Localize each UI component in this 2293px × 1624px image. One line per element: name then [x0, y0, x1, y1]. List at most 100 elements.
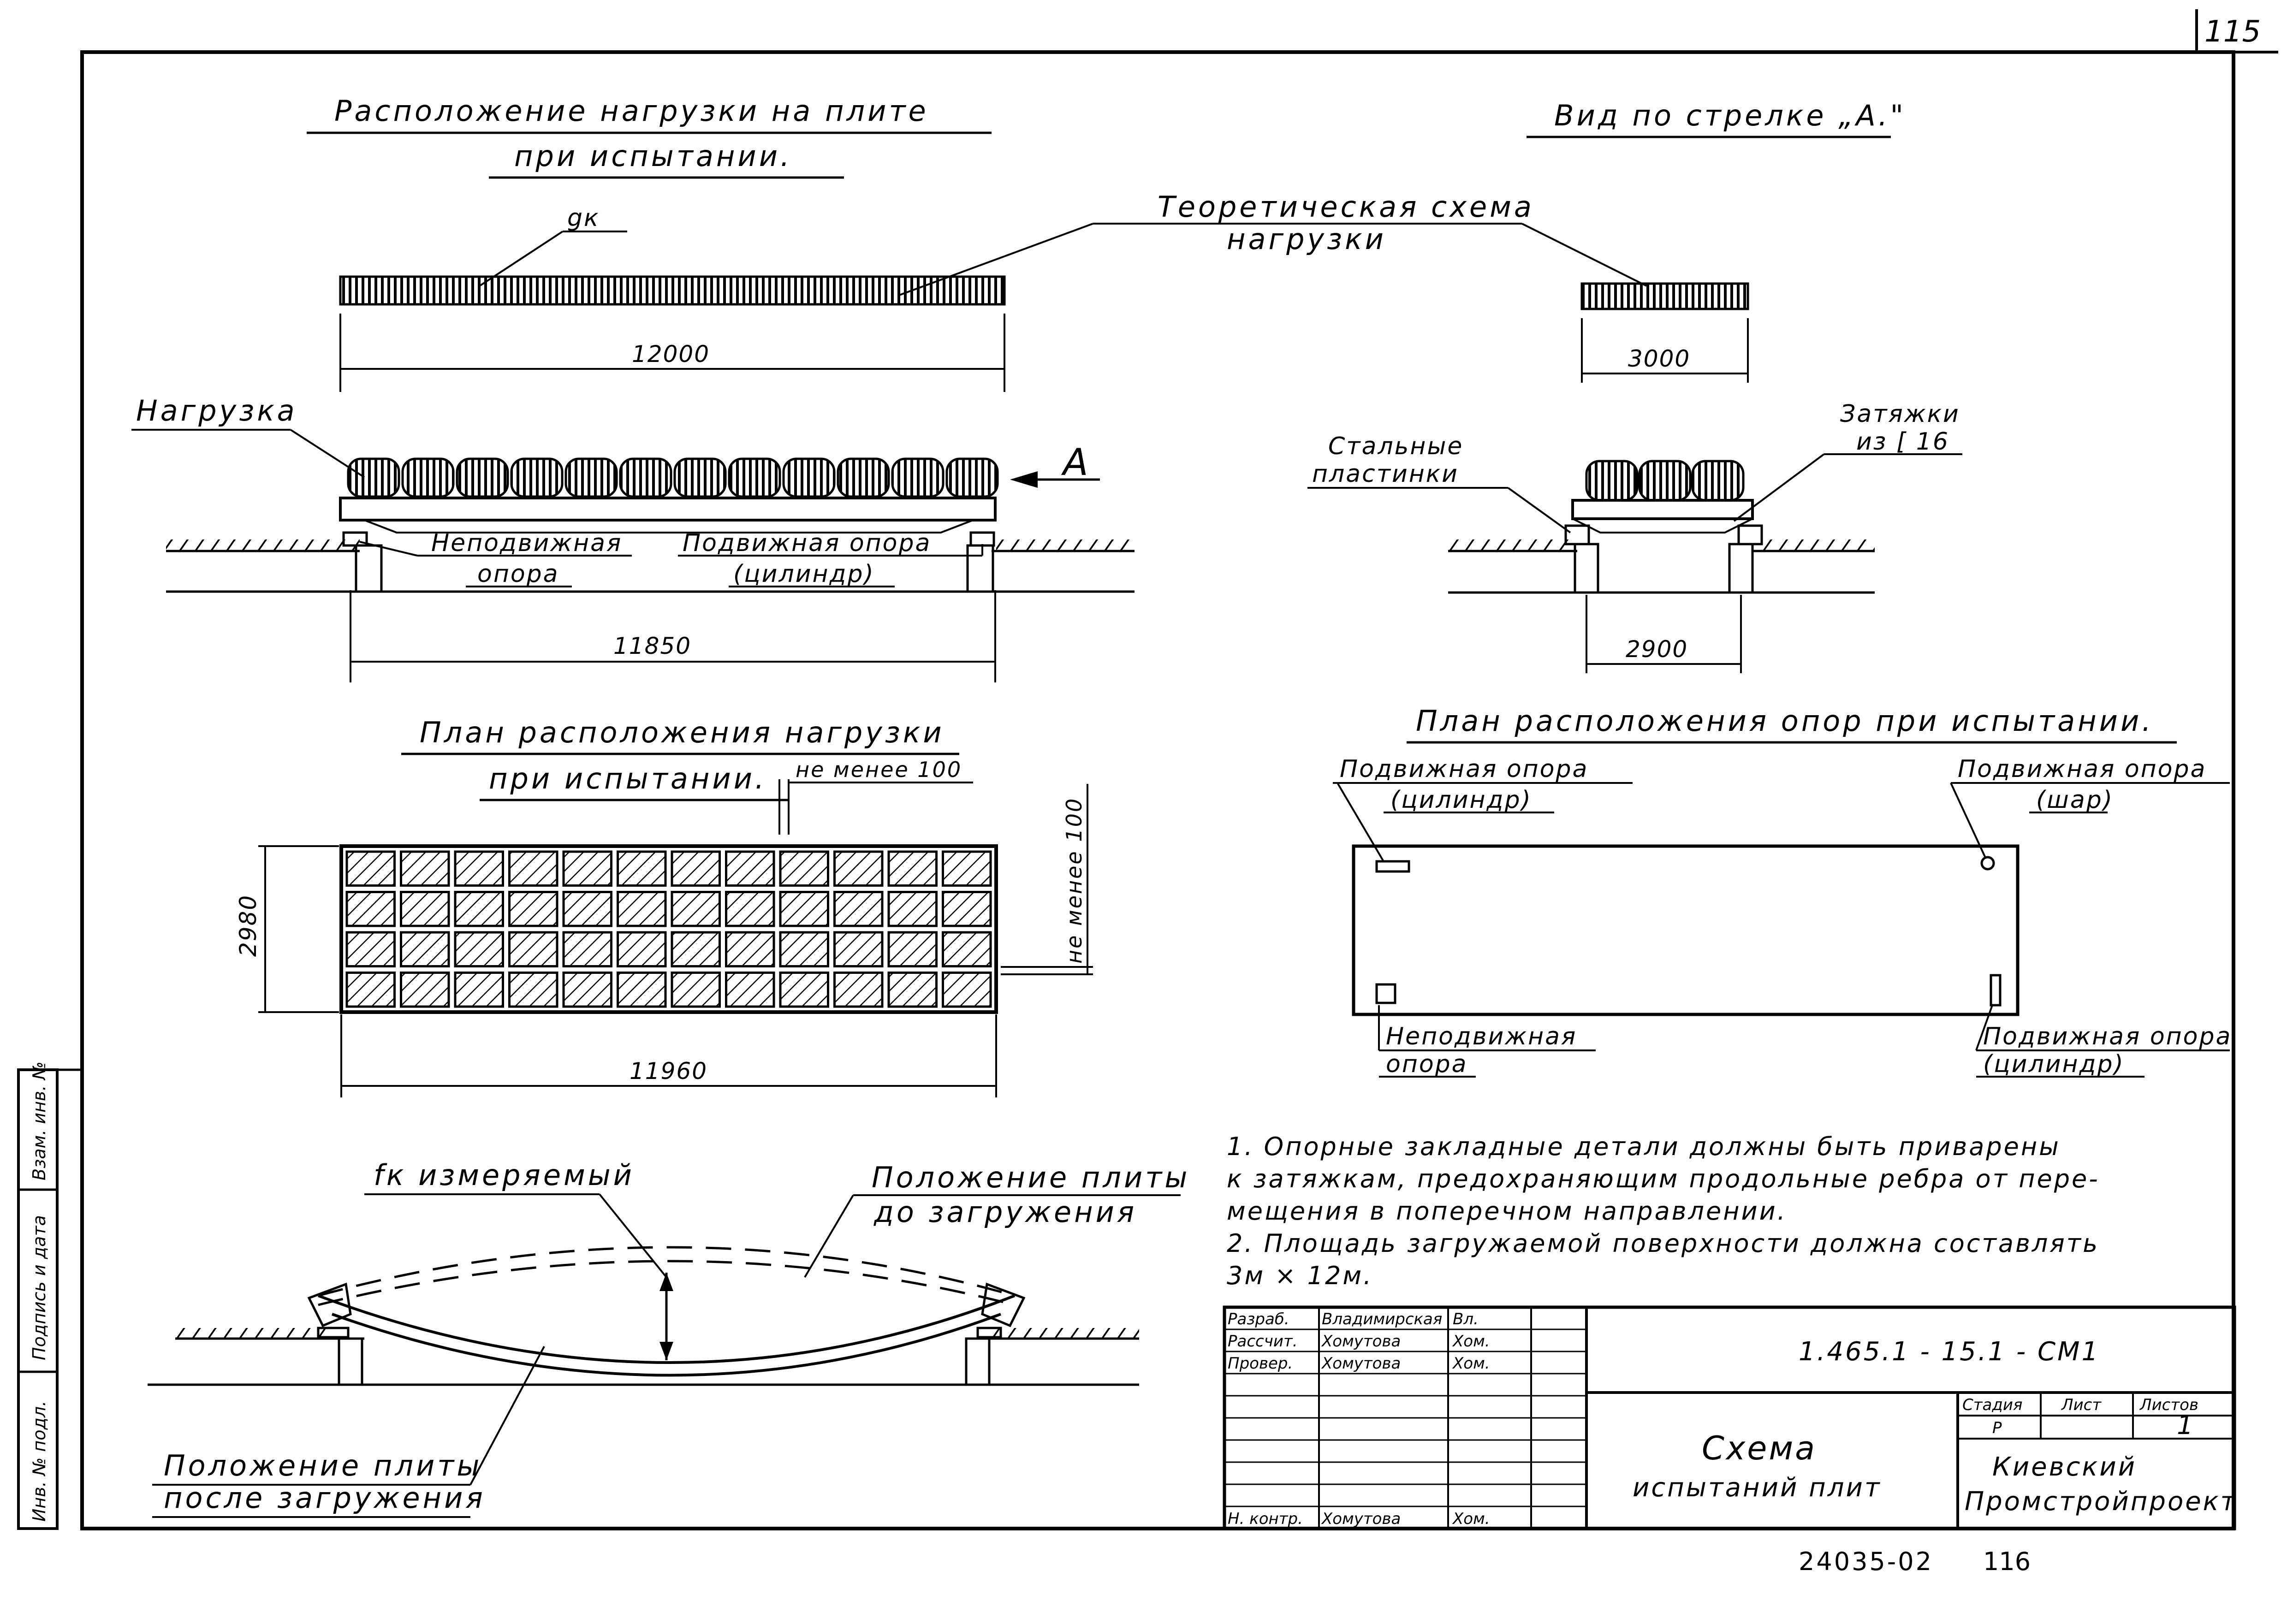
load-grid-cell: [671, 972, 721, 1008]
load-grid-cell: [345, 972, 396, 1008]
gap-note-top: не менее 100: [796, 757, 962, 782]
load-grid-cell: [671, 931, 721, 967]
view-a-section: Вид по стрелке „А." 3000 Стальные пласти…: [1307, 99, 1962, 673]
load-elevation-section: Расположение нагрузки на плите при испыт…: [131, 94, 1135, 682]
top-right-label-line1: Подвижная опора: [1958, 755, 2206, 783]
note-line-3: мещения в поперечном направлении.: [1227, 1197, 1787, 1226]
load-grid-cell: [942, 850, 992, 887]
support-fixed-bottom-left: [1375, 983, 1396, 1004]
theoretical-load-strip: [339, 275, 1006, 306]
load-grid-cell: [887, 850, 938, 887]
stamp-podpis-data: Подпись и дата: [29, 1215, 49, 1360]
load-grid-cell: [454, 891, 504, 927]
tb-name-2: Хомутова: [1321, 1354, 1401, 1373]
load-grid-cell: [779, 850, 829, 887]
load-grid-cell: [833, 850, 884, 887]
archive-number: 24035-02: [1799, 1547, 1933, 1576]
load-grid-cell: [454, 850, 504, 887]
bottom-right-label-line2: (цилиндр): [1983, 1050, 2125, 1078]
load-grid-cell: [942, 891, 992, 927]
after-label-line2: после загружения: [164, 1481, 486, 1515]
slab-before-curve: [318, 1246, 1015, 1297]
load-grid-cell: [833, 891, 884, 927]
fk-label: fк измеряемый: [374, 1158, 635, 1192]
tb-sign-3: Хом.: [1452, 1510, 1490, 1528]
load-grid-cell: [345, 891, 396, 927]
support-cylinder-bottom-right: [1990, 974, 2002, 1007]
theory-label: Теоретическая схема нагрузки: [899, 190, 1647, 296]
note-line-2: к затяжкам, предохраняющим продольные ре…: [1227, 1164, 2100, 1193]
load-grid-cell: [671, 850, 721, 887]
frame: 115: [80, 9, 2278, 1530]
top-right-label-line2: (шар): [2036, 786, 2114, 814]
tb-sheets-value: 1: [2177, 1411, 2195, 1440]
tb-org-line2: Промстройпроект: [1965, 1487, 2237, 1517]
load-grid-cell: [454, 972, 504, 1008]
tb-sign-0: Вл.: [1453, 1310, 1479, 1328]
load-grid-cell: [725, 972, 775, 1008]
fixed-support-label-line1: Неподвижная: [431, 529, 622, 557]
load-plan-outline: [339, 844, 998, 1014]
tb-sheets-header: Листов: [2139, 1396, 2198, 1414]
top-left-label-line2: (цилиндр): [1390, 786, 1532, 814]
theory-label-line2: нагрузки: [1227, 222, 1386, 256]
stamp-inv-podl: Инв. № подл.: [29, 1401, 49, 1522]
load-plan-title-line1: План расположения нагрузки: [420, 716, 945, 749]
load-grid-cell: [562, 891, 612, 927]
note-line-5: 3м × 12м.: [1227, 1261, 1373, 1290]
load-grid-cell: [833, 972, 884, 1008]
tb-title-line2: испытаний плит: [1633, 1473, 1882, 1503]
title-block: Разраб. Владимирская Вл. Рассчит. Хомуто…: [1223, 1305, 2237, 1530]
qk-label: gк: [567, 204, 600, 232]
load-grid-cell: [617, 972, 667, 1008]
tb-name-0: Владимирская: [1322, 1310, 1442, 1328]
load-grid-cell: [779, 891, 829, 927]
bottom-left-label-line2: опора: [1386, 1050, 1468, 1078]
load-grid-cell: [508, 850, 558, 887]
notes: 1. Опорные закладные детали должны быть …: [1227, 1132, 2100, 1290]
bottom-right-label-line1: Подвижная опора: [1983, 1023, 2232, 1050]
load-plan-title-line2: при испытании.: [489, 762, 767, 795]
tb-code: 1.465.1 - 15.1 - СМ1: [1799, 1337, 2100, 1367]
note-line-4: 2. Площадь загружаемой поверхности должн…: [1227, 1229, 2099, 1258]
load-grid-cell: [725, 891, 775, 927]
load-grid-cell: [942, 931, 992, 967]
dim-load-width: 3000: [1628, 345, 1690, 372]
movable-support-label-line1: Подвижная опора: [683, 529, 931, 557]
load-grid-cell: [671, 891, 721, 927]
top-left-label-line1: Подвижная опора: [1340, 755, 1588, 783]
load-grid-cell: [617, 891, 667, 927]
arrow-a-label: А: [1061, 441, 1091, 484]
sheet-number-bottom: 116: [1983, 1547, 2031, 1576]
theory-label-line1: Теоретическая схема: [1158, 190, 1534, 224]
load-grid-cell: [508, 891, 558, 927]
load-grid-cell: [508, 931, 558, 967]
supports-plan-outline: [1352, 844, 2020, 1016]
steel-plates-line2: пластинки: [1312, 460, 1459, 488]
tb-stage-value: Р: [1992, 1419, 2002, 1437]
load-blocks: [347, 457, 999, 498]
sheet-number-top: 115: [2204, 15, 2261, 49]
dim-plan-length: 11960: [630, 1058, 707, 1085]
load-grid-cell: [617, 931, 667, 967]
load-grid-cell: [833, 931, 884, 967]
load-grid-cell: [400, 850, 450, 887]
load-grid-cell: [400, 931, 450, 967]
load-grid-cell: [779, 972, 829, 1008]
load-grid-cell: [887, 972, 938, 1008]
gap-note-side: не менее 100: [1062, 797, 1087, 964]
tb-sign-2: Хом.: [1452, 1354, 1490, 1373]
load-grid-cell: [400, 891, 450, 927]
load-grid-cell: [562, 850, 612, 887]
load-grid-cell: [400, 972, 450, 1008]
arrow-a: [1010, 471, 1038, 488]
dim-span: 11850: [613, 633, 691, 659]
side-stamp: Инв. № подл. Подпись и дата Взам. инв. №: [17, 1061, 82, 1530]
dim-plan-width: 2980: [235, 895, 261, 957]
note-line-1: 1. Опорные закладные детали должны быть …: [1227, 1132, 2061, 1161]
movable-support-label-line2: (цилиндр): [733, 560, 875, 588]
load-grid: [345, 850, 992, 1008]
before-label-line1: Положение плиты: [872, 1161, 1190, 1194]
load-grid-cell: [508, 972, 558, 1008]
